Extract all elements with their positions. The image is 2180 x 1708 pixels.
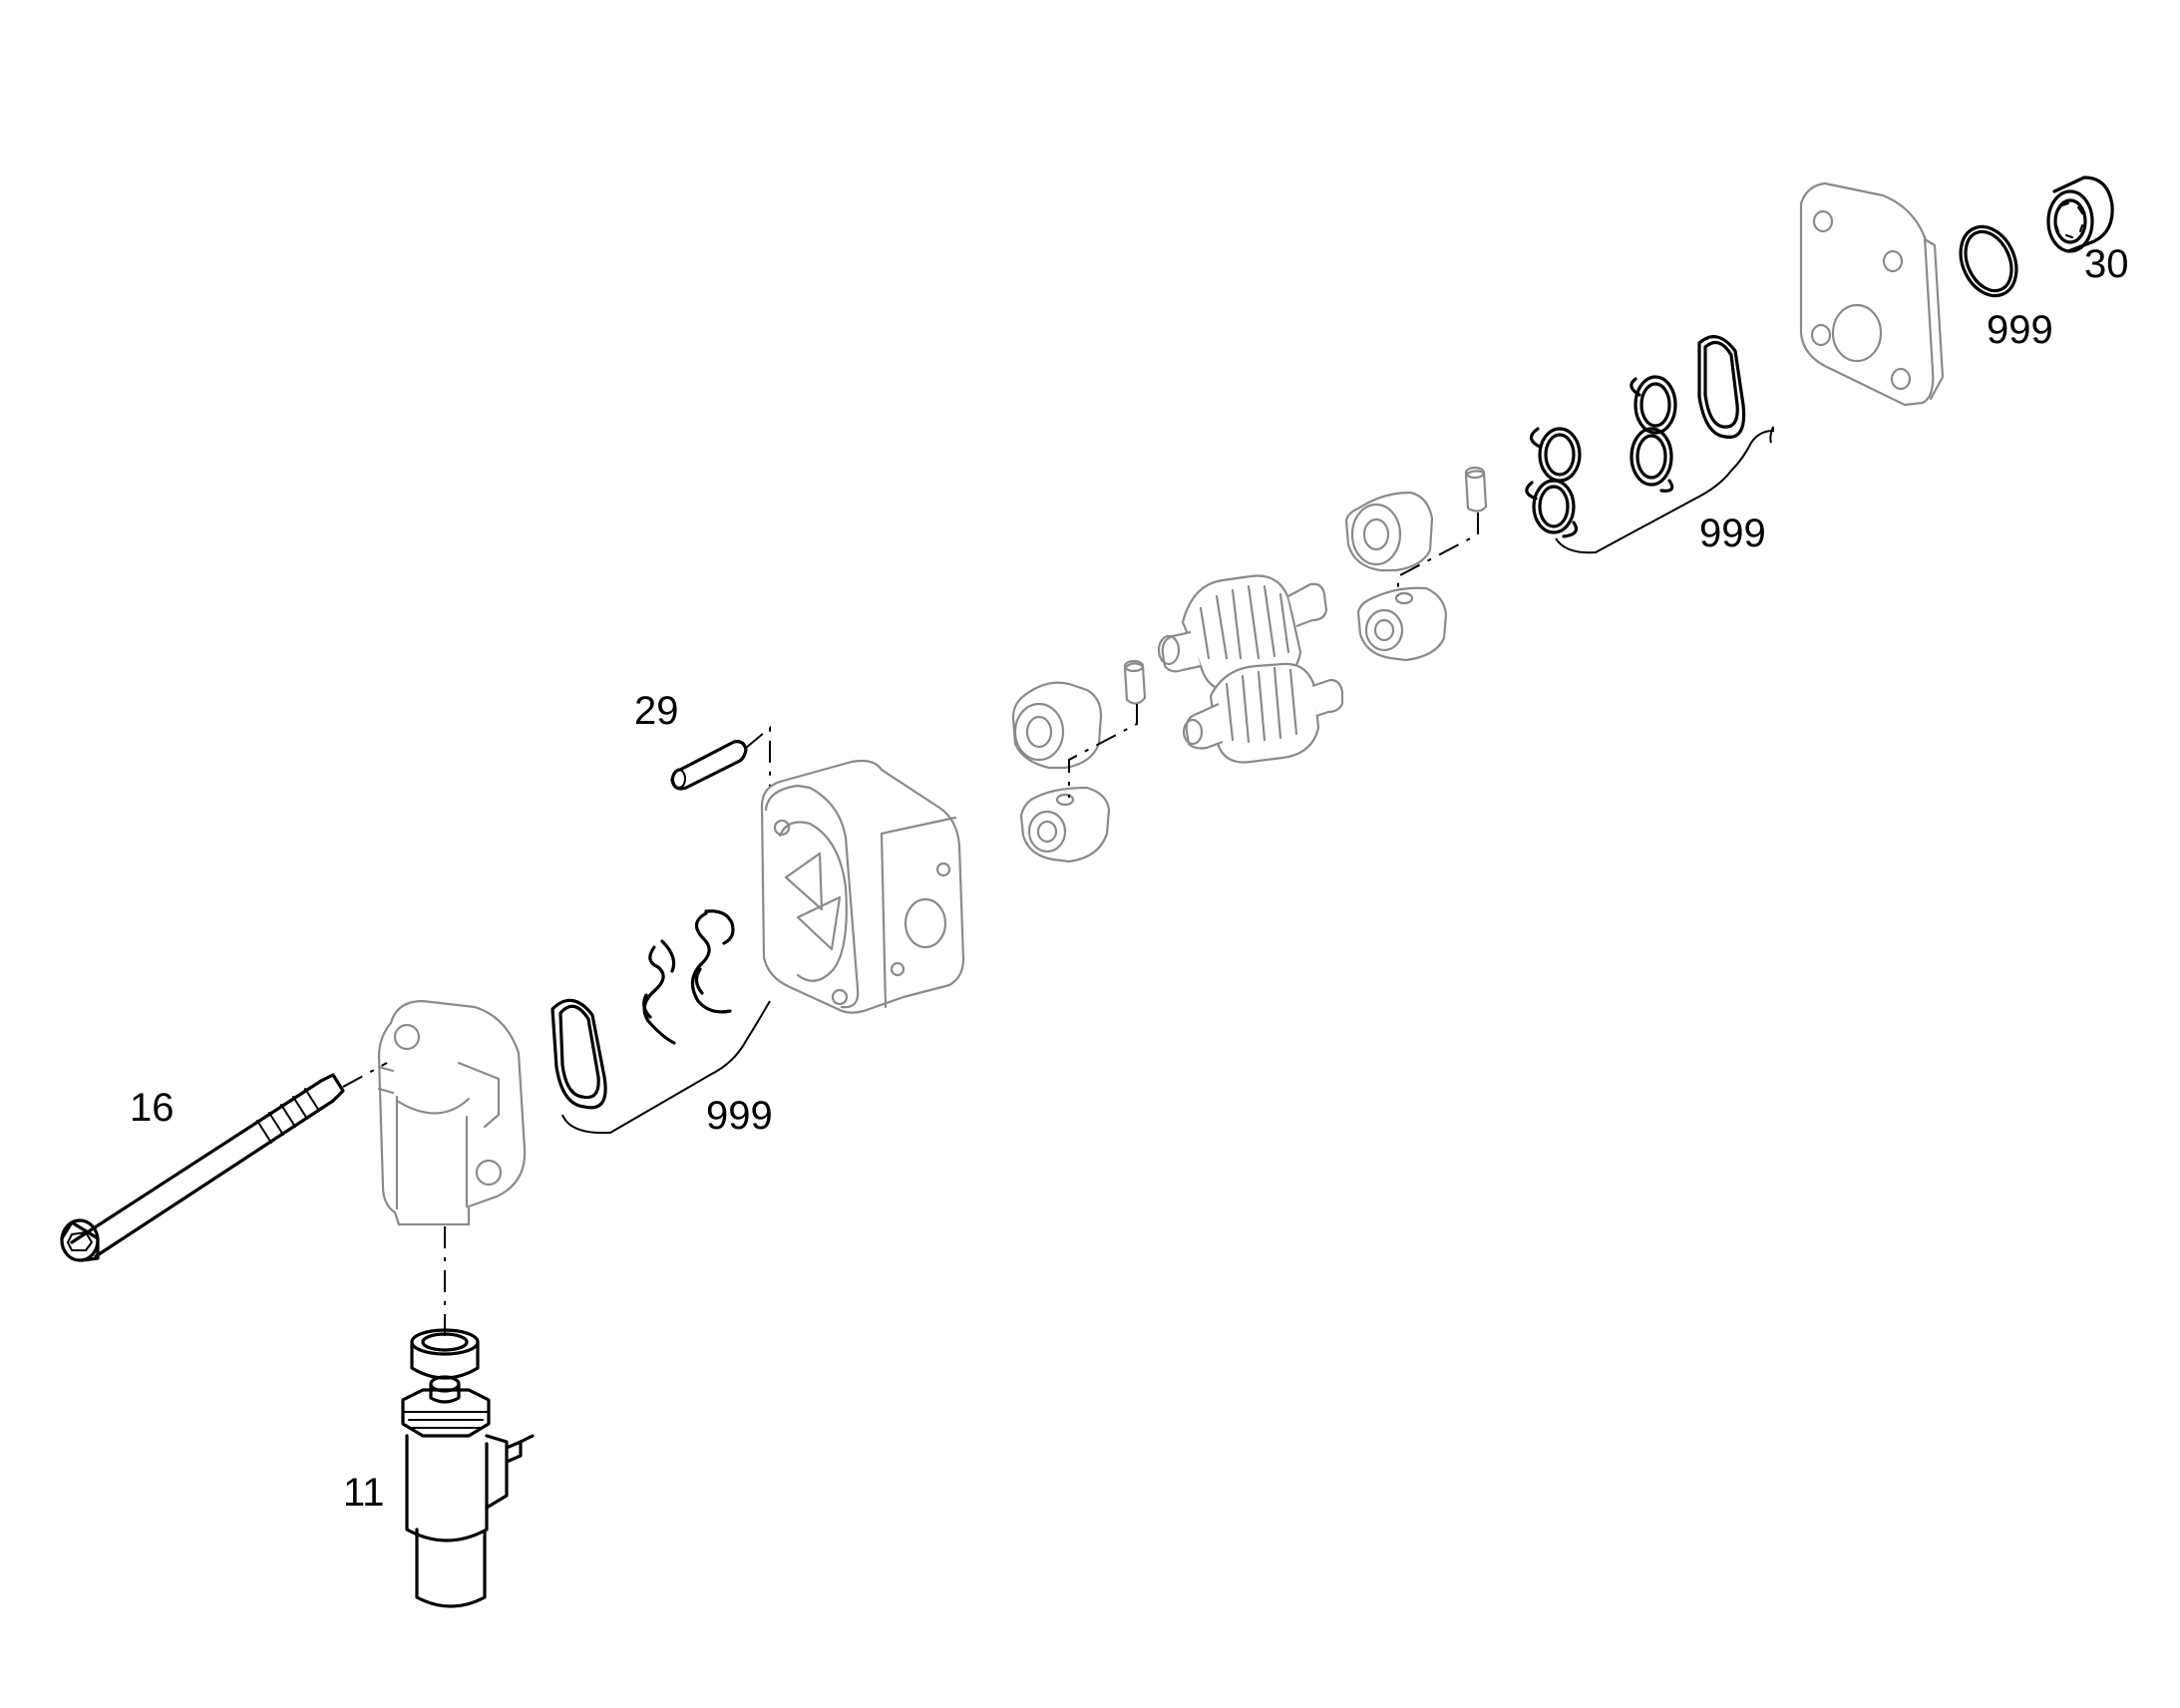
- callout-30: 30: [2084, 242, 2129, 286]
- assembly-line-rear-pin: [1397, 512, 1479, 596]
- callout-999-rear: 999: [1699, 512, 1766, 555]
- rear-seal-group: [1525, 335, 1746, 538]
- bracket-999-rear: [1555, 426, 1774, 554]
- front-pin: [1123, 659, 1147, 705]
- cover-seal-ring: [1959, 224, 2018, 298]
- front-flange-housing: [377, 999, 527, 1226]
- assembly-line-front-pin: [1068, 704, 1138, 798]
- part-29-dowel-pin: [670, 740, 748, 791]
- driven-gear-lower: [1182, 662, 1344, 764]
- drive-gear-upper: [1157, 574, 1328, 692]
- callout-999-cover: 999: [1987, 308, 2053, 352]
- part-11-valve-cartridge: [401, 1328, 535, 1608]
- part-30-coupling-sleeve: [2046, 175, 2114, 253]
- rear-cover-plate: [1799, 181, 1945, 407]
- rear-pin: [1464, 466, 1488, 512]
- callout-29: 29: [634, 689, 679, 733]
- callout-16: 16: [130, 1086, 175, 1130]
- part-16-cap-screw: [60, 1073, 345, 1262]
- front-bearing-bush-upper: [1011, 681, 1103, 770]
- front-seal-group: [550, 909, 735, 1110]
- rear-bearing-bush-lower: [1356, 586, 1448, 662]
- gear-pump-body: [760, 759, 965, 1014]
- front-bearing-bush-lower: [1019, 786, 1111, 863]
- callout-999-front: 999: [706, 1094, 773, 1138]
- callout-11: 11: [343, 1471, 385, 1515]
- rear-bearing-bush-upper: [1344, 491, 1434, 572]
- bracket-999-front: [561, 1000, 771, 1135]
- assembly-line-screw: [342, 1062, 388, 1088]
